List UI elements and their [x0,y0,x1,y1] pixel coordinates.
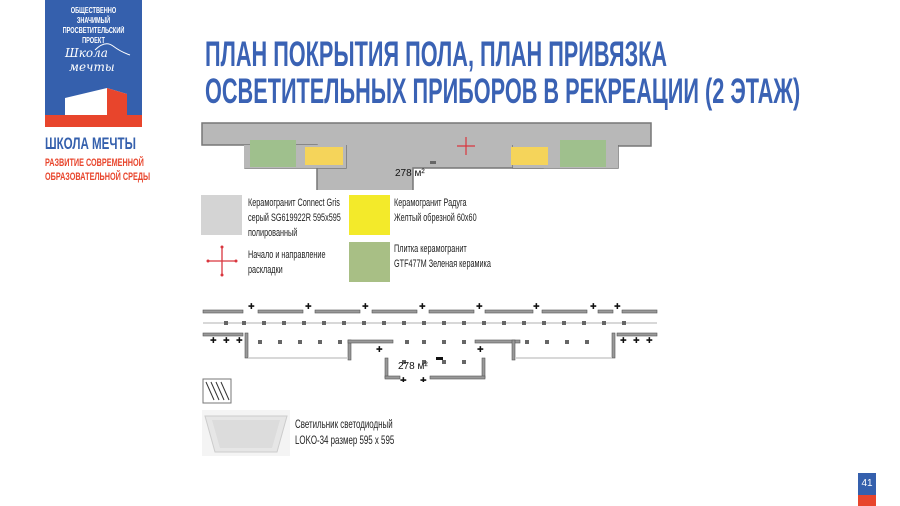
svg-text:✚: ✚ [533,302,540,311]
logo-text-line2: ПРОСВЕТИТЕЛЬСКИЙ ПРОЕКТ [62,26,125,45]
logo-script: Школа мечты [65,46,115,74]
svg-text:✚: ✚ [477,345,484,354]
green-tile-swatch [349,242,390,282]
page-number: 41 [858,473,876,495]
svg-text:✚: ✚ [305,302,312,311]
layout-start-icon [206,245,238,277]
svg-text:✚: ✚ [420,376,427,382]
svg-text:✚: ✚ [236,336,243,345]
title-line1: ПЛАН ПОКРЫТИЯ ПОЛА, ПЛАН ПРИВЯЗКА [205,35,668,74]
svg-text:✚: ✚ [400,376,407,382]
lighting-plan-area-label: 278 м² [398,361,428,372]
legend-yellow-tile: Керамогранит Радуга Желтый обрезной 60x6… [394,197,477,224]
svg-text:✚: ✚ [210,336,217,345]
legend-layout-start: Начало и направление раскладки [248,249,326,276]
svg-text:✚: ✚ [223,336,230,345]
logo-script-line2: мечты [69,60,115,74]
svg-text:✚: ✚ [633,336,640,345]
logo-top-text: ОБЩЕСТВЕННО ЗНАЧИМЫЙ ПРОСВЕТИТЕЛЬСКИЙ ПР… [45,6,142,46]
brand-tagline: РАЗВИТИЕ СОВРЕМЕННОЙ ОБРАЗОВАТЕЛЬНОЙ СРЕ… [45,156,204,184]
legend-gray-tile: Керамогранит Connect Gris серый SG619922… [248,197,341,239]
svg-text:✚: ✚ [620,336,627,345]
svg-text:✚: ✚ [376,345,383,354]
brand-name: ШКОЛА МЕЧТЫ [45,134,136,153]
logo-script-line1: Школа [65,46,108,60]
logo-text-line1: ОБЩЕСТВЕННО ЗНАЧИМЫЙ [70,6,117,25]
floor-covering-plan: 278 м² [201,122,652,190]
yellow-tile-swatch [349,195,390,235]
svg-text:✚: ✚ [614,302,621,311]
svg-text:✚: ✚ [590,302,597,311]
legend-green-tile: Плитка керамогранит GTF477M Зеленая кера… [394,243,491,270]
yellow-tile-zone [511,147,548,165]
tagline-line1: РАЗВИТИЕ СОВРЕМЕННОЙ [45,157,144,169]
logo-building-icon [45,43,142,127]
green-tile-zone [560,140,606,167]
page-title: ПЛАН ПОКРЫТИЯ ПОЛА, ПЛАН ПРИВЯЗКА ОСВЕТИ… [205,36,900,110]
svg-text:✚: ✚ [646,336,653,345]
floor-plan-area-label: 278 м² [395,168,425,179]
svg-text:✚: ✚ [476,302,483,311]
green-tile-zone [250,140,296,167]
luminaire-symbol-icon [202,378,232,404]
svg-text:✚: ✚ [419,302,426,311]
svg-text:✚: ✚ [362,302,369,311]
page-number-badge: 41 [858,473,876,506]
svg-text:✚: ✚ [248,302,255,311]
tagline-line2: ОБРАЗОВАТЕЛЬНОЙ СРЕДЫ [45,171,151,183]
project-logo: ОБЩЕСТВЕННО ЗНАЧИМЫЙ ПРОСВЕТИТЕЛЬСКИЙ ПР… [45,0,142,127]
led-panel-image [202,410,290,456]
yellow-tile-zone [305,147,343,165]
lighting-plan: ✚ ✚ ✚ ✚ ✚ ✚ ✚ ✚ ✚ ✚ ✚ ✚ ✚ ✚ ✚ ✚ ✚ ✚ 278 м² [202,302,658,382]
title-line2: ОСВЕТИТЕЛЬНЫХ ПРИБОРОВ В РЕКРЕАЦИИ (2 ЭТ… [205,72,801,111]
layout-start-marker-icon [457,137,475,155]
gray-tile-swatch [201,195,242,235]
legend-luminaire: Светильник светодиодный LOKO-34 размер 5… [295,417,395,447]
luminaire-marks [224,321,626,364]
